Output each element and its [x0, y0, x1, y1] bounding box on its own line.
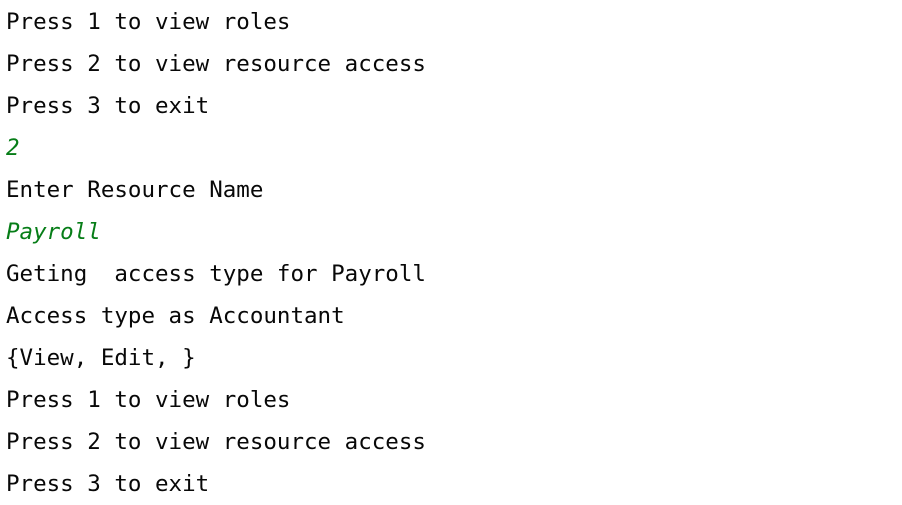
console-line-access-type: Access type as Accountant: [6, 303, 345, 329]
console-line-menu-option-1: Press 1 to view roles: [6, 387, 291, 413]
console-line-menu-option-1: Press 1 to view roles: [6, 9, 291, 35]
console-user-input-choice: 2: [6, 135, 20, 161]
console-user-input-resource: Payroll: [6, 219, 101, 245]
console-line-getting-access: Geting access type for Payroll: [6, 261, 426, 287]
console-line-menu-option-3: Press 3 to exit: [6, 471, 210, 497]
console-line-menu-option-3: Press 3 to exit: [6, 93, 210, 119]
console-line-prompt-resource: Enter Resource Name: [6, 177, 264, 203]
console-line-menu-option-2: Press 2 to view resource access: [6, 429, 426, 455]
console-line-permissions: {View, Edit, }: [6, 345, 196, 371]
console-line-menu-option-2: Press 2 to view resource access: [6, 51, 426, 77]
